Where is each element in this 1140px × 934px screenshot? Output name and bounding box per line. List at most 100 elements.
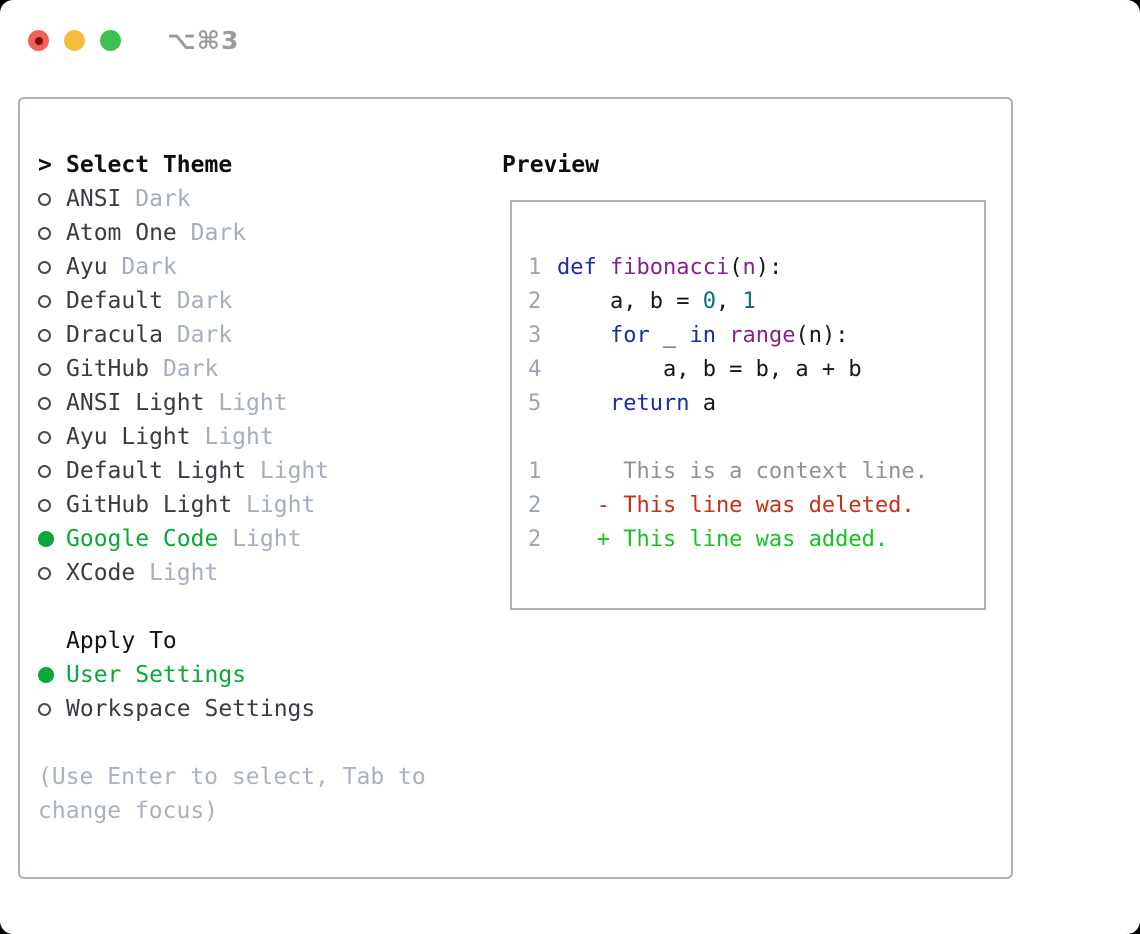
theme-item[interactable]: Google Code Light: [38, 522, 502, 556]
theme-variant: Dark: [162, 356, 219, 382]
radio-icon: [38, 260, 51, 274]
theme-variant: Dark: [190, 220, 247, 246]
radio-icon: [38, 362, 51, 376]
theme-item[interactable]: XCode Light: [38, 556, 502, 590]
apply-to-option-label: User Settings: [66, 662, 247, 688]
code-token-pln: a: [689, 391, 716, 416]
preview-label: Preview: [502, 152, 599, 178]
gap: [528, 421, 984, 455]
radio-marker: [38, 702, 66, 716]
theme-name: GitHub Light: [66, 492, 233, 518]
radio-icon: [38, 702, 51, 716]
line-number: 3: [528, 323, 542, 348]
line-number: 1: [528, 255, 542, 280]
apply-to-option[interactable]: Workspace Settings: [38, 692, 502, 726]
close-button[interactable]: [28, 30, 49, 51]
radio-marker: [38, 362, 66, 376]
radio-icon: [38, 192, 51, 206]
theme-item[interactable]: Default Dark: [38, 284, 502, 318]
minimize-button[interactable]: [64, 30, 85, 51]
theme-item[interactable]: GitHub Light Light: [38, 488, 502, 522]
code-token-kwd: def: [557, 255, 597, 280]
theme-name: Ayu Light: [66, 424, 191, 450]
apply-to-option-label: Workspace Settings: [66, 696, 316, 722]
code-token-typ: fibonacci: [610, 255, 730, 280]
code-token-lit: 1: [742, 289, 756, 314]
theme-name: Dracula: [66, 322, 163, 348]
theme-variant: Light: [246, 492, 316, 518]
theme-item[interactable]: Atom One Dark: [38, 216, 502, 250]
radio-marker: [38, 192, 66, 206]
radio-icon: [38, 226, 51, 240]
theme-item[interactable]: ANSI Light Light: [38, 386, 502, 420]
window-title: ⌥⌘3: [167, 26, 240, 55]
line-number: 2: [528, 493, 542, 518]
theme-name: ANSI Light: [66, 390, 205, 416]
radio-selected-icon: [38, 667, 54, 683]
line-number: 2: [528, 527, 542, 552]
theme-name: XCode: [66, 560, 136, 586]
code-line: 5 return a: [528, 387, 984, 421]
radio-marker: [38, 430, 66, 444]
theme-variant: Light: [218, 390, 288, 416]
code-line: 2 a, b = 0, 1: [528, 285, 984, 319]
select-theme-label: Select Theme: [66, 152, 233, 178]
theme-item[interactable]: Default Light Light: [38, 454, 502, 488]
code-token-pln: ):: [755, 255, 783, 280]
radio-icon: [38, 430, 51, 444]
code-token-pln: _: [649, 323, 690, 348]
code-token-pln: [597, 251, 610, 285]
radio-icon: [38, 294, 51, 308]
theme-variant: Dark: [121, 254, 177, 280]
theme-item[interactable]: GitHub Dark: [38, 352, 502, 386]
radio-icon: [38, 396, 51, 410]
theme-item[interactable]: Ayu Light Light: [38, 420, 502, 454]
radio-marker: [38, 226, 66, 240]
theme-variant: Light: [232, 526, 302, 552]
apply-to-option[interactable]: User Settings: [38, 658, 502, 692]
code-token-lit: 0: [702, 289, 716, 314]
code-token-kwd: for: [609, 323, 650, 348]
theme-item[interactable]: Dracula Dark: [38, 318, 502, 352]
code-line: 3 for _ in range(n):: [528, 319, 984, 353]
theme-variant: Light: [149, 560, 219, 586]
radio-icon: [38, 464, 51, 478]
help-text: (Use Enter to select, Tab to change focu…: [38, 764, 426, 824]
apply-to-label: Apply To: [66, 628, 177, 654]
theme-variant: Light: [259, 458, 330, 484]
radio-icon: [38, 498, 51, 512]
code-token-pln: ,: [715, 289, 743, 314]
code-token-add: + This line was added.: [557, 527, 889, 552]
code-token-typ: n: [742, 255, 756, 280]
radio-marker: [38, 566, 66, 580]
maximize-button[interactable]: [100, 30, 121, 51]
gap: [38, 590, 502, 624]
radio-marker: [38, 498, 66, 512]
apply-to-header: Apply To: [38, 624, 502, 658]
radio-icon: [38, 328, 51, 342]
theme-item[interactable]: Ayu Dark: [38, 250, 502, 284]
theme-item[interactable]: ANSI Dark: [38, 182, 502, 216]
code-token-kwd: return: [609, 391, 690, 416]
radio-marker: [38, 464, 66, 478]
code-token-pln: [557, 387, 610, 421]
titlebar: ⌥⌘3: [28, 26, 239, 55]
radio-marker: [38, 396, 66, 410]
line-number: 5: [528, 391, 542, 416]
theme-variant: Dark: [135, 186, 191, 212]
diff-preview: 1 This is a context line.2 - This line w…: [528, 455, 984, 557]
radio-marker: [38, 328, 66, 342]
theme-variant: Light: [204, 424, 274, 450]
theme-variant: Dark: [176, 322, 233, 348]
theme-name: GitHub: [66, 356, 150, 382]
radio-marker: [38, 531, 66, 547]
select-theme-header: > Select Theme: [38, 148, 502, 182]
code-token-typ: range: [729, 323, 796, 348]
theme-name: Default: [66, 288, 163, 314]
radio-selected-icon: [38, 531, 54, 547]
code-token-kwd: in: [689, 323, 716, 348]
theme-name: Atom One: [66, 220, 177, 246]
